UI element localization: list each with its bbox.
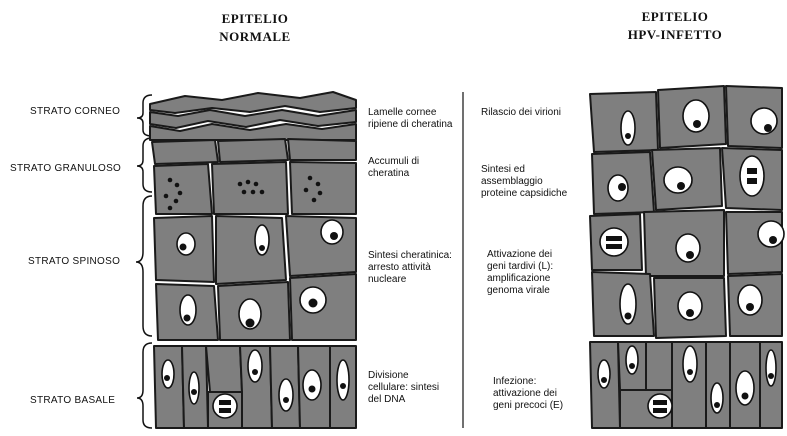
nucleus [664,167,692,193]
granular-cell [212,162,288,214]
granular-cell [288,139,356,160]
mitotic-nucleus [648,394,672,418]
granular-cell [218,139,288,162]
nucleus [740,156,764,196]
granular-cell [154,164,212,214]
nucleus [711,383,723,413]
nucleus [321,220,343,244]
spinous-cell [216,216,286,284]
bracket-basale [137,343,152,428]
nucleus [766,350,776,386]
nucleus [621,111,635,145]
granular-cell [152,140,218,164]
nucleus [303,370,321,400]
nucleus [177,233,195,255]
nucleus [279,379,293,411]
granular-cell [290,162,356,214]
nucleus [751,108,777,134]
nucleus [337,360,349,400]
layer-brackets [136,95,152,428]
mitotic-nucleus [600,228,628,256]
nucleus [598,360,610,388]
bracket-granuloso [137,138,152,192]
nucleus [248,350,262,382]
spinous-cell [286,216,356,276]
basal-cell [206,346,242,392]
nucleus [162,360,174,388]
mitotic-nucleus [213,394,237,418]
nucleus [683,346,697,382]
nucleus [189,372,199,404]
corneum-flake [150,92,356,113]
nucleus [736,371,754,405]
nucleus [626,346,638,374]
infected-basal-cell [646,342,672,390]
bracket-spinoso [136,196,152,336]
